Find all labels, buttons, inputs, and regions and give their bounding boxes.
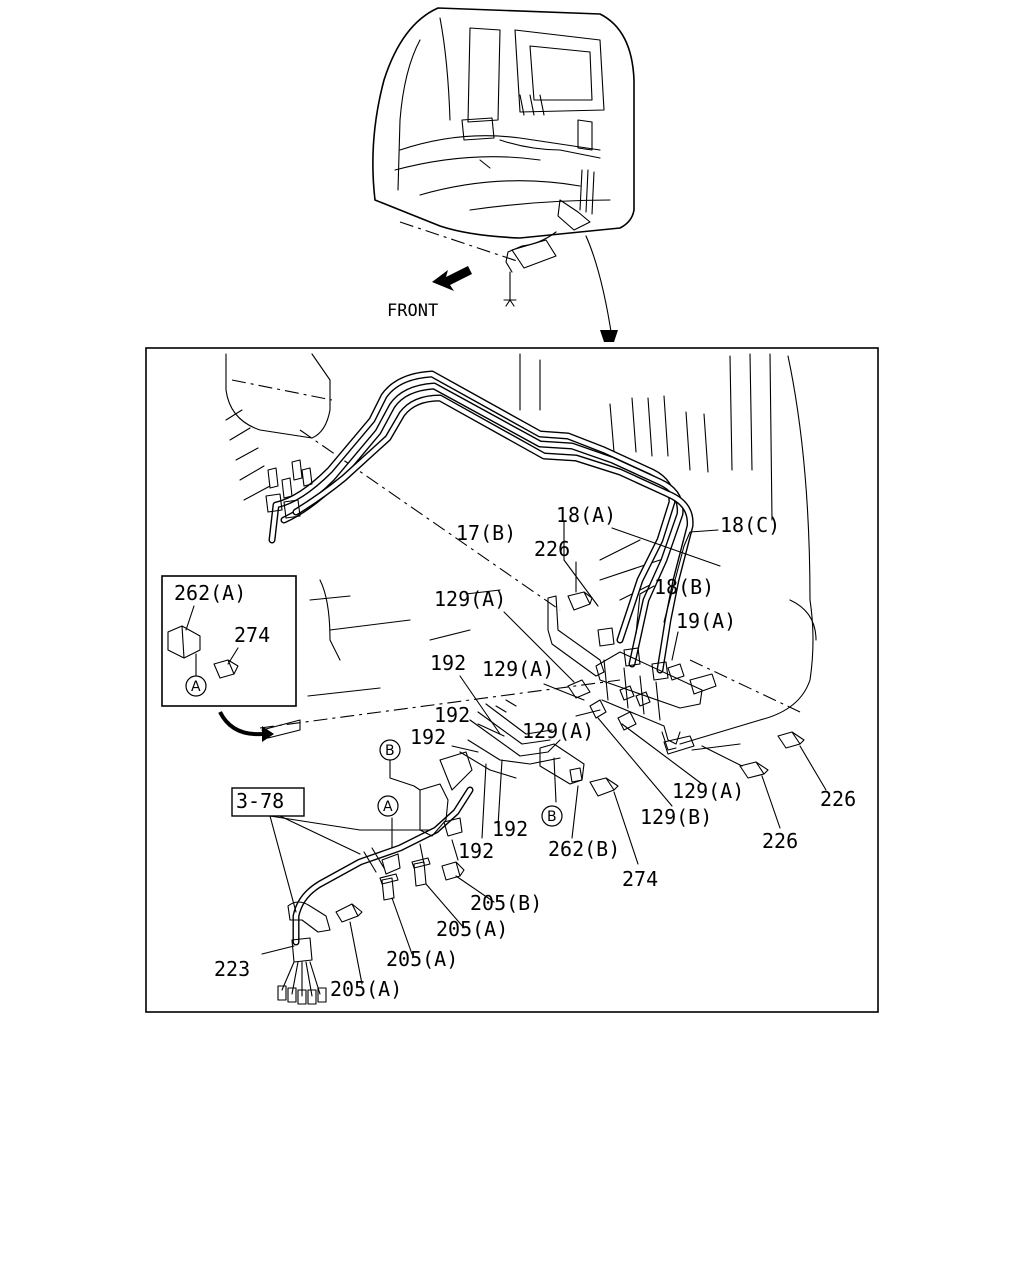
label-205a-2: 205(A) [386,947,458,971]
label-192-1: 192 [430,651,466,675]
detail-frame [145,347,879,1013]
label-205b: 205(B) [470,891,542,915]
label-262a: 262(A) [174,581,246,605]
label-274-inset: 274 [234,623,270,647]
label-18b: 18(B) [654,575,714,599]
label-274-main: 274 [622,867,658,891]
inset-frame [161,575,297,707]
label-18c: 18(C) [720,513,780,537]
label-192-4: 192 [492,817,528,841]
front-label: FRONT [387,301,438,321]
ref-a-main: A [383,799,393,815]
label-226-top: 226 [534,537,570,561]
ref-b-right: B [547,809,557,825]
ref-circle-b-left [379,739,401,761]
label-262b: 262(B) [548,837,620,861]
label-18a: 18(A) [556,503,616,527]
ref-b-left: B [385,743,395,759]
label-129a-1: 129(A) [434,587,506,611]
ref-a-inset: A [191,679,201,695]
ref-box-3-78 [231,787,305,817]
label-192-5: 192 [458,839,494,863]
inset-arrow-icon [262,726,274,742]
label-226-r2: 226 [762,829,798,853]
label-226-r1: 226 [820,787,856,811]
inset-drawing [167,605,239,697]
label-129a-3: 129(A) [522,719,594,743]
ref-circle-a [377,795,399,817]
label-129b: 129(B) [640,805,712,829]
ref-circle-b-right [541,805,563,827]
detail-drawing [218,353,827,1005]
label-205a-1: 205(A) [436,917,508,941]
label-17b: 17(B) [456,521,516,545]
label-19a: 19(A) [676,609,736,633]
label-192-3: 192 [410,725,446,749]
cab-overview-drawing [372,7,635,342]
label-223: 223 [214,957,250,981]
label-192-2: 192 [434,703,470,727]
label-3-78: 3-78 [236,789,284,813]
label-129a-2: 129(A) [482,657,554,681]
label-129a-4: 129(A) [672,779,744,803]
label-205a-3: 205(A) [330,977,402,1001]
front-arrow-icon [432,266,472,291]
